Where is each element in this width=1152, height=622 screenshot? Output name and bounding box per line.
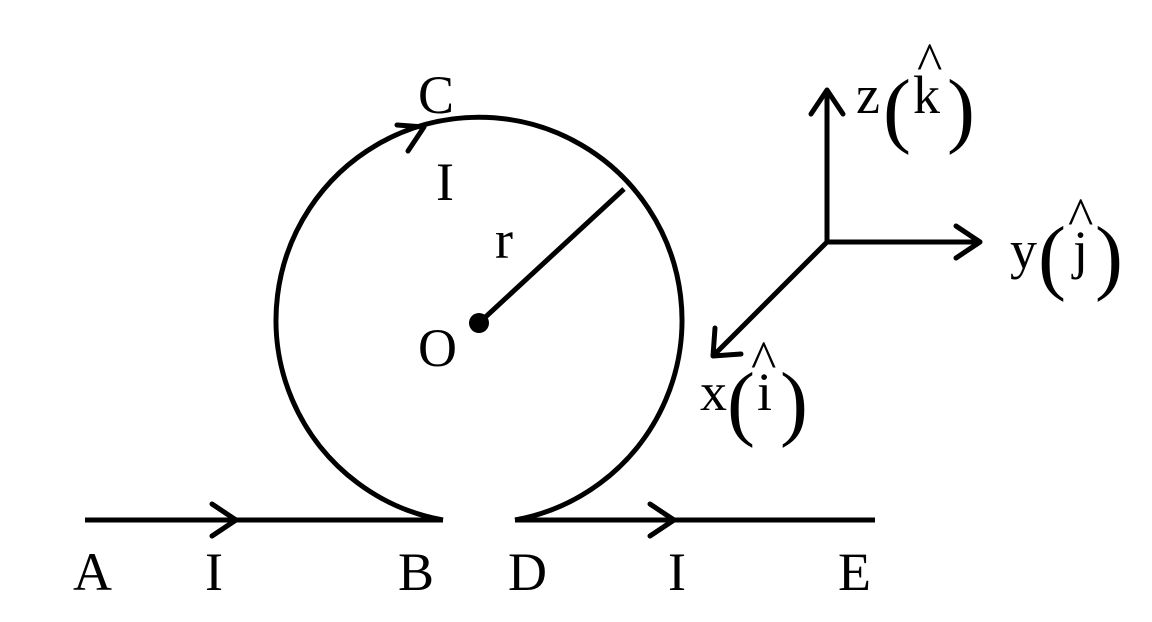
label-current-right: I bbox=[668, 542, 686, 602]
axis-y-unit: j bbox=[1071, 220, 1088, 280]
axis-y-label: y ( ^ j ) bbox=[1010, 187, 1123, 303]
axis-x-name: x bbox=[700, 362, 727, 422]
center-point-o bbox=[469, 313, 489, 333]
axis-y-arrow-icon bbox=[953, 223, 983, 261]
label-r: r bbox=[495, 210, 513, 270]
axis-x-open-paren: ( bbox=[727, 356, 755, 449]
arrow-ab-icon bbox=[209, 501, 239, 539]
label-current-left: I bbox=[205, 542, 223, 602]
label-e: E bbox=[838, 542, 871, 602]
axis-z-label: z ( ^ k ) bbox=[856, 32, 975, 156]
axis-x-arrow-icon bbox=[710, 325, 744, 359]
axis-y-name: y bbox=[1010, 220, 1037, 280]
axis-x-hat: ^ bbox=[751, 330, 776, 390]
axis-z-arrow-icon bbox=[808, 87, 846, 117]
axis-y-open-paren: ( bbox=[1038, 210, 1066, 303]
label-c: C bbox=[418, 65, 454, 125]
axis-y-close-paren: ) bbox=[1095, 210, 1123, 303]
label-o: O bbox=[418, 318, 457, 378]
circular-loop bbox=[273, 114, 685, 523]
radius-line bbox=[477, 187, 626, 325]
axis-x-label: x ( ^ i ) bbox=[700, 330, 808, 449]
label-current-loop: I bbox=[436, 152, 454, 212]
axis-x-close-paren: ) bbox=[780, 356, 808, 449]
axis-z-name: z bbox=[856, 65, 880, 125]
axis-z-close-paren: ) bbox=[947, 63, 975, 156]
axis-x-unit: i bbox=[757, 362, 772, 422]
label-d: D bbox=[508, 542, 547, 602]
arrow-loop-icon bbox=[394, 122, 427, 154]
axis-z-open-paren: ( bbox=[883, 63, 911, 156]
axis-z-hat: ^ bbox=[917, 32, 942, 92]
axis-x bbox=[711, 240, 829, 358]
axis-y-hat: ^ bbox=[1068, 187, 1093, 247]
arrow-de-icon bbox=[647, 501, 677, 539]
label-a: A bbox=[73, 542, 112, 602]
axis-z-unit: k bbox=[913, 65, 940, 125]
label-b: B bbox=[398, 542, 434, 602]
